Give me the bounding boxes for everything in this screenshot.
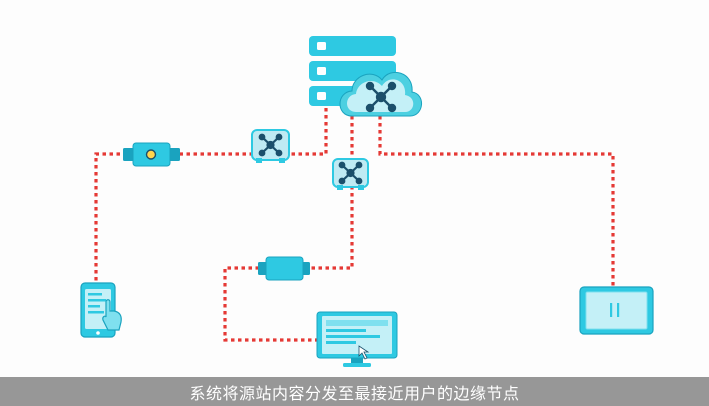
- line-server-to-phone: [94, 108, 328, 282]
- line-cloud-to-tablet: [378, 116, 615, 287]
- cdn-diagram: [80, 36, 654, 367]
- network-hub-icon: [251, 129, 290, 163]
- connection-lines: [94, 108, 615, 342]
- line-cloud-to-monitor: [223, 116, 354, 342]
- cable-connector-icon: [123, 142, 180, 167]
- network-hub-icon: [332, 158, 369, 190]
- cable-connector-icon: [258, 256, 310, 281]
- smartphone-icon: [80, 282, 122, 338]
- desktop-monitor-icon: [316, 311, 398, 367]
- cloud-network-icon: [339, 71, 422, 117]
- subtitle-text: 系统将源站内容分发至最接近用户的边缘节点: [189, 383, 520, 403]
- subtitle-bar: 系统将源站内容分发至最接近用户的边缘节点: [0, 377, 709, 406]
- tablet-icon: [579, 286, 654, 335]
